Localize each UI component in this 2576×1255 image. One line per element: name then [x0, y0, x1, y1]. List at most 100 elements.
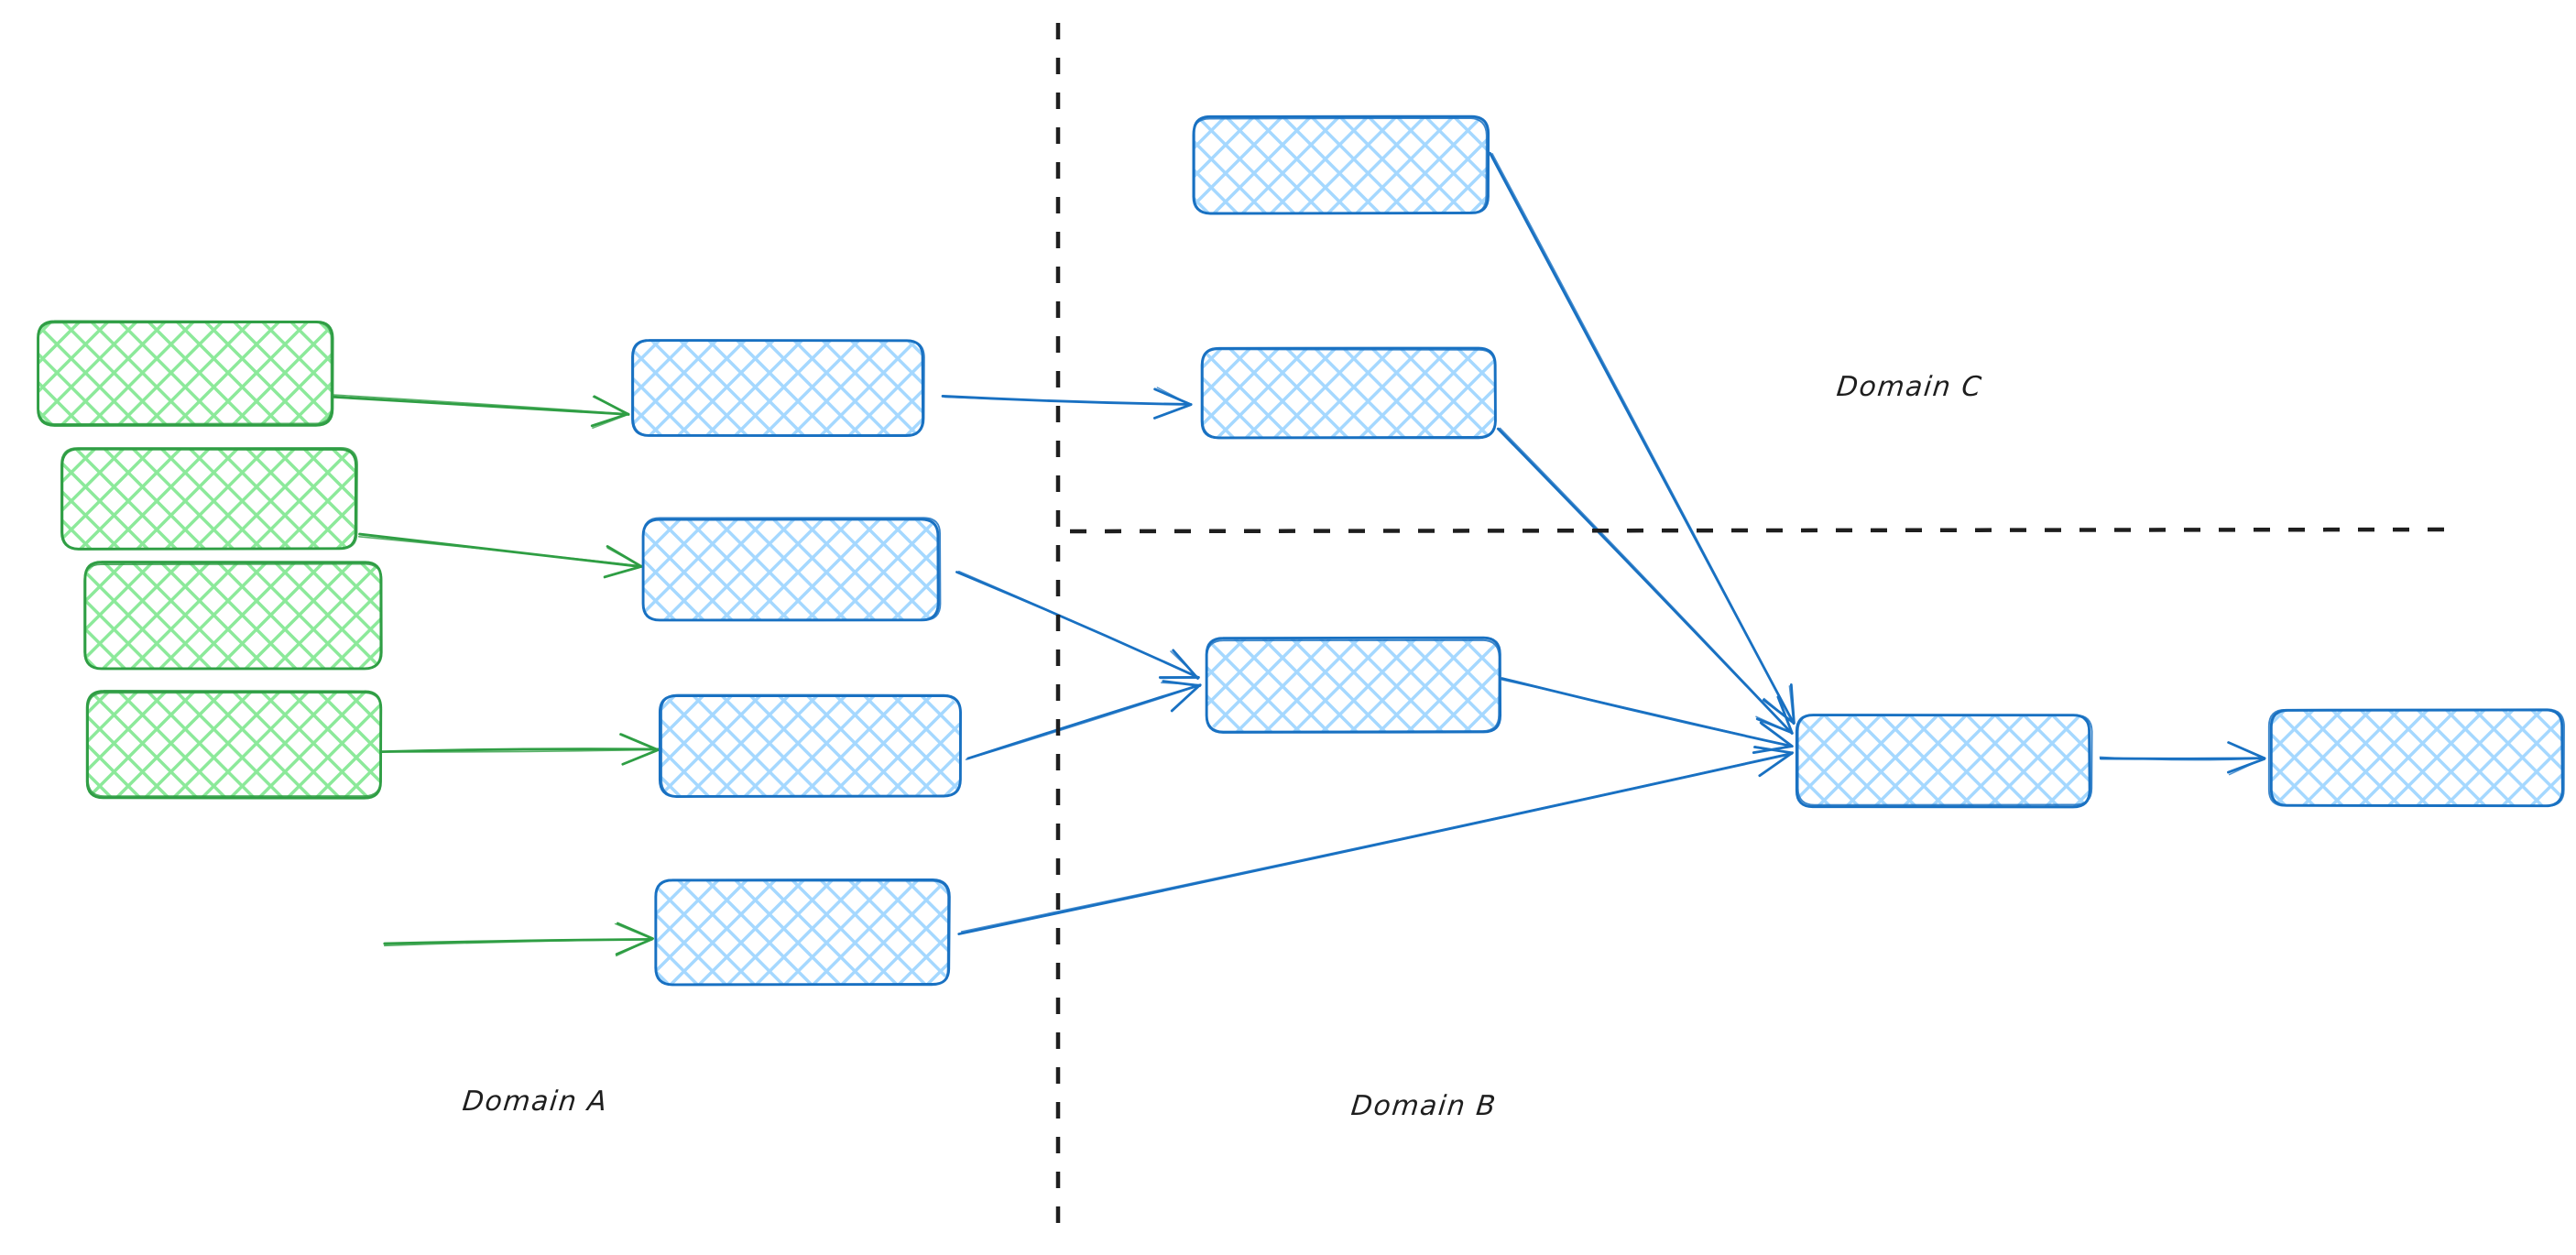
- node-outline: [1796, 714, 2093, 806]
- node-outline: [1795, 714, 2091, 809]
- edge-arrowhead: [592, 396, 629, 415]
- node-fill: [632, 341, 923, 436]
- node-fill: [1194, 117, 1487, 213]
- edge-e-c1-d1: [1489, 151, 1796, 726]
- edge-e-a4-b4: [383, 922, 655, 957]
- node-d1[interactable]: [1795, 714, 2093, 809]
- edge-arrowhead: [1778, 695, 1793, 735]
- edge-arrowhead: [1160, 682, 1202, 686]
- domain-label-b: Domain B: [1349, 1090, 1499, 1122]
- edge-line: [383, 938, 653, 947]
- edge-line: [965, 684, 1201, 760]
- edge-e-a2-b2: [357, 532, 644, 579]
- node-outline: [60, 447, 358, 551]
- node-outline: [642, 517, 942, 621]
- edge-layer: [331, 151, 2266, 957]
- horizontal-divider: [1069, 527, 2456, 534]
- edge-arrowhead: [1755, 715, 1793, 734]
- edge-arrowhead: [623, 748, 659, 765]
- node-outline: [1206, 638, 1501, 733]
- node-a4[interactable]: [85, 690, 383, 800]
- edge-e-b4-d1: [957, 746, 1795, 935]
- edge-arrowhead: [620, 733, 659, 750]
- node-outline: [83, 562, 383, 670]
- edge-line: [944, 396, 1192, 406]
- edge-e-d1-d2: [2099, 741, 2266, 776]
- edge-e-a1-b1: [331, 394, 630, 430]
- node-fill: [644, 518, 939, 621]
- node-fill: [2270, 710, 2563, 805]
- node-c2[interactable]: [1200, 346, 1497, 440]
- node-outline: [632, 339, 925, 437]
- edge-arrowhead: [616, 922, 655, 940]
- edge-line: [960, 752, 1794, 933]
- edge-line: [378, 748, 659, 753]
- edge-arrowhead: [590, 412, 629, 428]
- node-b3[interactable]: [658, 693, 962, 798]
- node-outline: [87, 692, 383, 798]
- node-c3[interactable]: [1205, 636, 1502, 734]
- node-outline: [37, 322, 333, 425]
- node-outline: [1192, 116, 1488, 214]
- edge-e-b2-c3: [955, 570, 1200, 680]
- edge-line: [379, 748, 660, 754]
- node-fill: [1797, 715, 2090, 806]
- edge-line: [1491, 153, 1795, 725]
- node-a3[interactable]: [83, 561, 383, 671]
- node-a1[interactable]: [37, 320, 334, 427]
- edge-arrowhead: [2227, 741, 2265, 759]
- domain-label-a: Domain A: [461, 1086, 610, 1118]
- node-outline: [1200, 348, 1497, 440]
- edge-line: [1501, 679, 1794, 748]
- edge-arrowhead: [2228, 758, 2265, 776]
- domain-label-c: Domain C: [1835, 371, 1984, 403]
- edge-arrowhead: [1155, 404, 1192, 419]
- edge-e-c2-d1: [1496, 427, 1794, 735]
- node-fill: [38, 322, 332, 425]
- edge-arrowhead: [1753, 746, 1793, 754]
- edge-arrowhead: [1156, 387, 1192, 406]
- edge-arrowhead: [592, 413, 629, 430]
- edge-arrowhead: [1171, 683, 1202, 713]
- edge-e-c3-d1: [1501, 677, 1794, 754]
- edge-arrowhead: [1789, 683, 1796, 725]
- node-fill: [661, 696, 959, 797]
- edge-line: [958, 570, 1200, 679]
- node-fill: [655, 881, 948, 984]
- node-fill: [62, 449, 357, 550]
- edge-arrowhead: [614, 922, 653, 940]
- node-outline: [660, 693, 962, 798]
- node-fill: [1207, 639, 1499, 731]
- node-b1[interactable]: [631, 339, 925, 438]
- edge-e-b1-c2: [941, 387, 1193, 420]
- edge-line: [2099, 756, 2266, 761]
- node-d2[interactable]: [2267, 708, 2565, 808]
- node-a2[interactable]: [60, 447, 358, 551]
- edge-arrowhead: [606, 547, 642, 568]
- edge-line: [966, 683, 1202, 760]
- node-fill: [1201, 348, 1494, 438]
- edge-line: [1499, 427, 1794, 735]
- edge-arrowhead: [1760, 723, 1793, 748]
- node-fill: [87, 692, 380, 797]
- node-outline: [655, 879, 950, 987]
- edge-e-a3-b3: [378, 733, 660, 766]
- divider-layer: [1055, 23, 2456, 1241]
- node-fill: [85, 563, 381, 669]
- edge-line: [331, 395, 630, 416]
- node-b4[interactable]: [654, 878, 951, 987]
- node-layer: [37, 115, 2565, 987]
- edge-line: [332, 394, 629, 415]
- edge-arrowhead: [1788, 685, 1795, 725]
- node-b2[interactable]: [641, 517, 942, 622]
- edge-arrowhead: [603, 565, 642, 579]
- node-c1[interactable]: [1192, 115, 1490, 215]
- edge-line: [357, 535, 643, 567]
- edge-e-b3-c3: [965, 680, 1202, 760]
- edge-arrowhead: [1170, 650, 1199, 679]
- node-outline: [2267, 708, 2565, 807]
- edge-arrowhead: [1763, 697, 1795, 725]
- edge-arrowhead: [615, 938, 653, 957]
